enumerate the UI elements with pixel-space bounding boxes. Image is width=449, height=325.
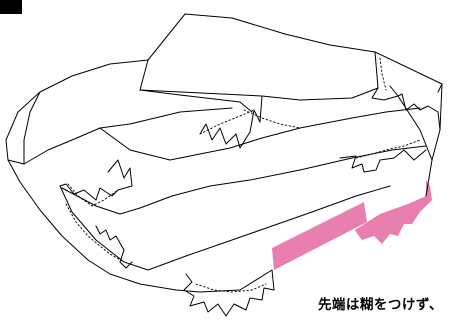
fold-line-bottom [195,283,267,293]
roof-outline [147,13,443,93]
pink-notched-tab [355,180,432,244]
bumper-front [7,159,201,293]
fold-line-windshield [243,109,301,129]
notched-edge-rear-upper [389,85,441,131]
roof-front-edge [139,59,253,113]
notched-edge-front [95,225,133,269]
corner-tab [0,0,22,14]
pillar-right [371,51,399,101]
body-bottom-line [199,269,273,293]
fold-line-pillar [379,57,387,91]
notched-edge-bottom [183,269,275,317]
hood-crease [23,91,41,165]
rear-edge [425,83,443,197]
notched-edge-rear [339,149,427,173]
fold-line-hood [199,109,255,135]
windshield-base [139,87,379,101]
fold-line-front [65,203,125,263]
hood-outline [5,59,233,165]
side-upper-line [99,107,421,161]
side-mid-line [61,145,427,215]
notched-edge-hood [199,95,263,149]
pink-glue-strip [272,202,367,270]
instruction-caption: 先端は糊をつけず、 [317,297,443,313]
notched-edge-side [59,159,133,201]
fold-line-side [67,183,119,207]
side-lower-line [147,185,391,271]
wheel-arch-front [59,185,149,271]
